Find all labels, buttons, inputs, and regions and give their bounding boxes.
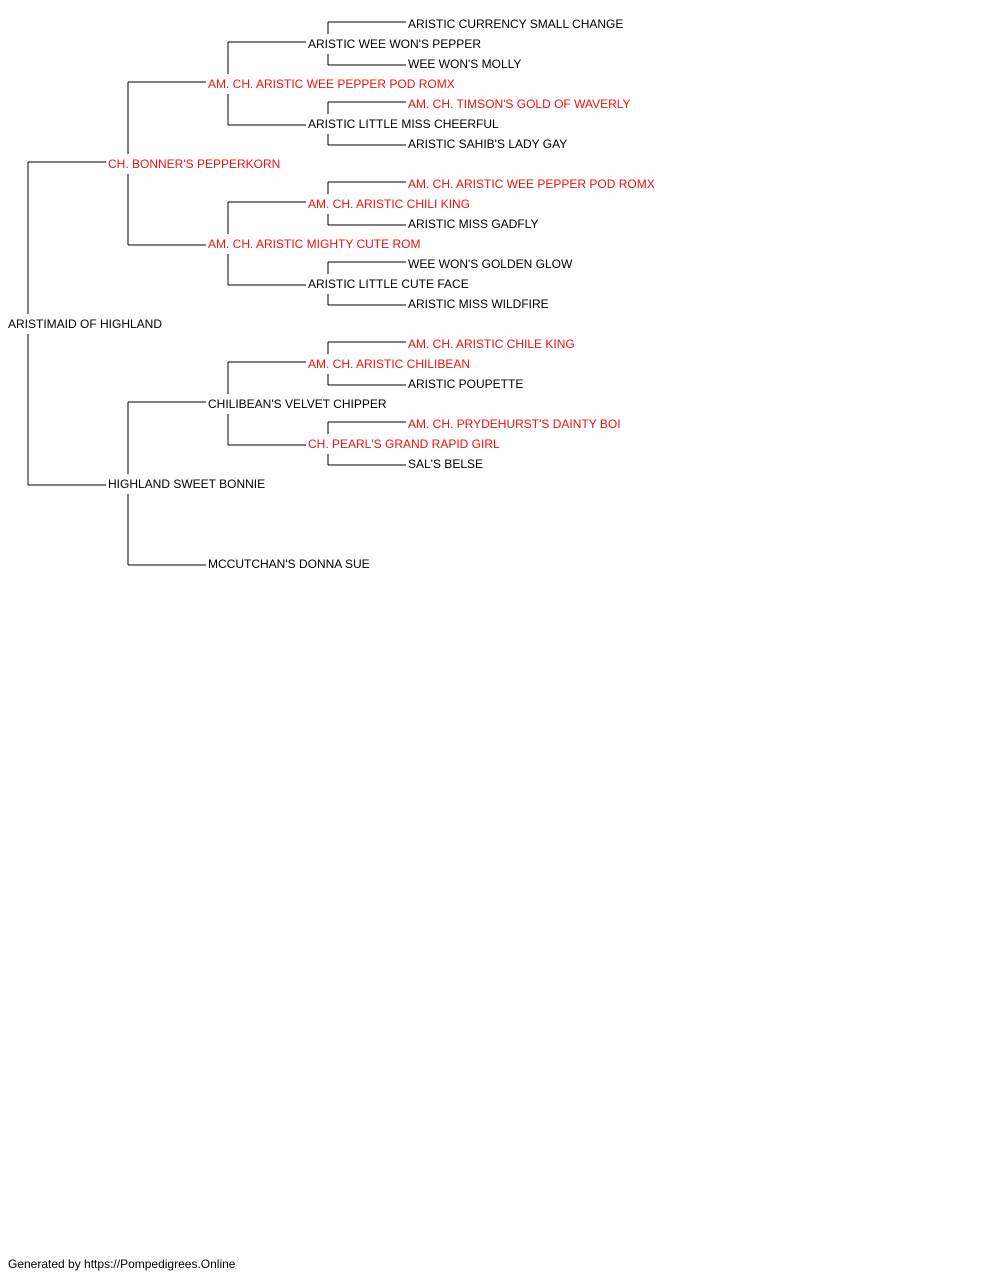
dog-name-sire-sire: AM. CH. ARISTIC WEE PEPPER POD ROMX <box>208 77 455 91</box>
dog-name-sire-dam-dam-sire: WEE WON'S GOLDEN GLOW <box>408 257 573 271</box>
dog-name-sire-sire-sire: ARISTIC WEE WON'S PEPPER <box>308 37 481 51</box>
dog-name-sire-sire-dam-sire: AM. CH. TIMSON'S GOLD OF WAVERLY <box>408 97 631 111</box>
dog-name-sire-dam-sire-sire: AM. CH. ARISTIC WEE PEPPER POD ROMX <box>408 177 655 191</box>
dog-name-sire-dam-sire: AM. CH. ARISTIC CHILI KING <box>308 197 470 211</box>
dog-name-dam-sire-dam-dam: SAL'S BELSE <box>408 457 483 471</box>
dog-name-sire-dam: AM. CH. ARISTIC MIGHTY CUTE ROM <box>208 237 420 251</box>
dog-name-dam-sire-dam: CH. PEARL'S GRAND RAPID GIRL <box>308 437 500 451</box>
dog-name-dam-sire-sire-sire: AM. CH. ARISTIC CHILE KING <box>408 337 575 351</box>
dog-name-sire-sire-dam: ARISTIC LITTLE MISS CHEERFUL <box>308 117 499 131</box>
dog-name-dam-sire-sire-dam: ARISTIC POUPETTE <box>408 377 523 391</box>
dog-name-dam-sire-dam-sire: AM. CH. PRYDEHURST'S DAINTY BOI <box>408 417 621 431</box>
dog-name-sire-dam-sire-dam: ARISTIC MISS GADFLY <box>408 217 538 231</box>
dog-name-sire-sire-dam-dam: ARISTIC SAHIB'S LADY GAY <box>408 137 567 151</box>
dog-name-sire-dam-dam-dam: ARISTIC MISS WILDFIRE <box>408 297 549 311</box>
dog-name-sire-sire-sire-dam: WEE WON'S MOLLY <box>408 57 521 71</box>
dog-name-dam-sire: CHILIBEAN'S VELVET CHIPPER <box>208 397 387 411</box>
dog-name-sire-dam-dam: ARISTIC LITTLE CUTE FACE <box>308 277 469 291</box>
generated-by-footer: Generated by https://Pompedigrees.Online <box>8 1257 236 1271</box>
dog-name-dam-dam: MCCUTCHAN'S DONNA SUE <box>208 557 370 571</box>
dog-name: ARISTIMAID OF HIGHLAND <box>8 317 162 331</box>
dog-name-sire: CH. BONNER'S PEPPERKORN <box>108 157 280 171</box>
dog-name-sire-sire-sire-sire: ARISTIC CURRENCY SMALL CHANGE <box>408 17 623 31</box>
dog-name-dam: HIGHLAND SWEET BONNIE <box>108 477 265 491</box>
dog-name-dam-sire-sire: AM. CH. ARISTIC CHILIBEAN <box>308 357 470 371</box>
